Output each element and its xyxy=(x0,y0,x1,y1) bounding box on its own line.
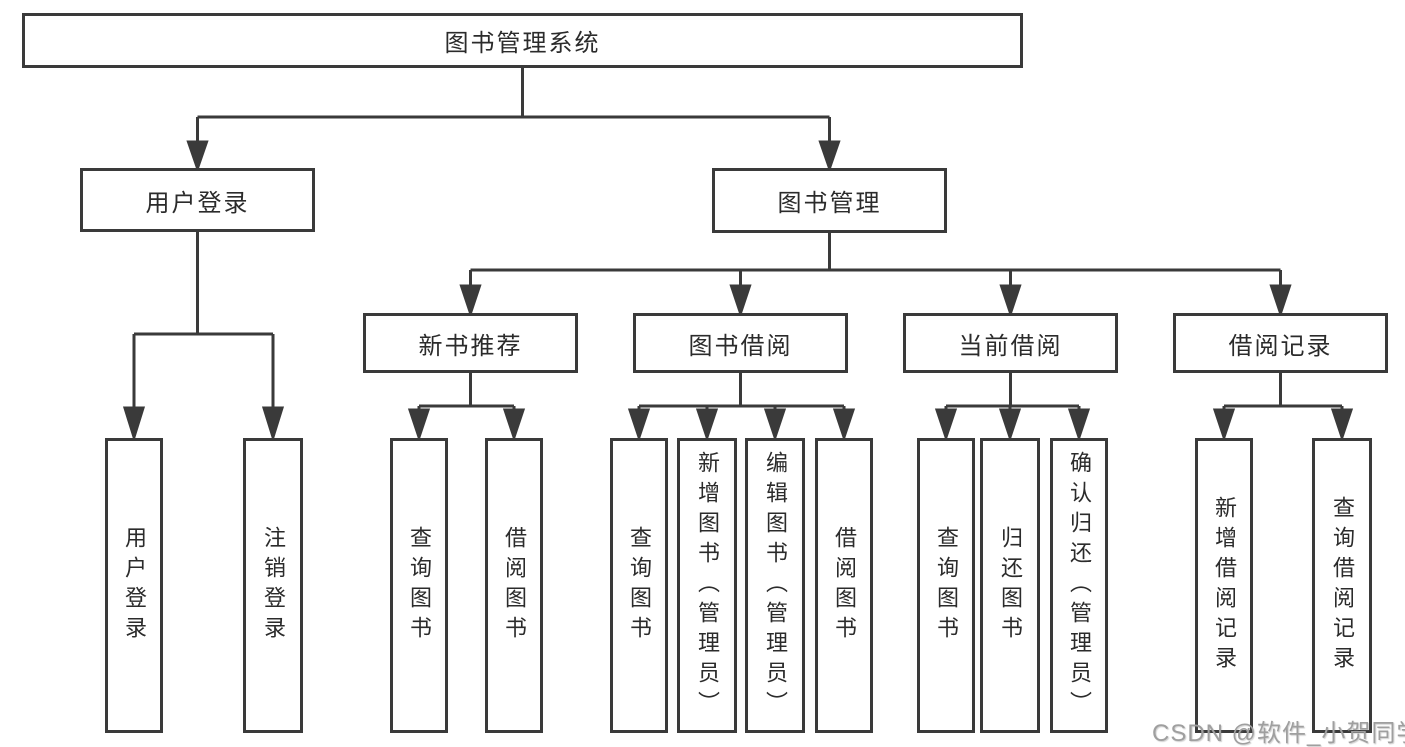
leaf-add-borrow-record: 新增借阅记录 xyxy=(1195,438,1253,733)
node-book-borrow: 图书借阅 xyxy=(633,313,848,373)
leaf-add-books-admin: 新增图书（管理员） xyxy=(677,438,737,733)
node-current-borrow: 当前借阅 xyxy=(903,313,1118,373)
node-user-login: 用户登录 xyxy=(80,168,315,232)
leaf-edit-books-admin: 编辑图书（管理员） xyxy=(745,438,805,733)
leaf-borrow-books-recommend: 借阅图书 xyxy=(485,438,543,733)
node-root-library-system: 图书管理系统 xyxy=(22,13,1023,68)
csdn-watermark: CSDN @软件_小贺同学 xyxy=(1152,720,1405,747)
node-borrow-records: 借阅记录 xyxy=(1173,313,1388,373)
leaf-return-books: 归还图书 xyxy=(980,438,1040,733)
leaf-query-borrow-record: 查询借阅记录 xyxy=(1312,438,1372,733)
leaf-query-books-recommend: 查询图书 xyxy=(390,438,448,733)
node-new-book-recommend: 新书推荐 xyxy=(363,313,578,373)
leaf-query-books-borrow: 查询图书 xyxy=(610,438,668,733)
leaf-user-login: 用户登录 xyxy=(105,438,163,733)
leaf-logout: 注销登录 xyxy=(243,438,303,733)
leaf-confirm-return-admin: 确认归还（管理员） xyxy=(1050,438,1108,733)
leaf-query-books-current: 查询图书 xyxy=(917,438,975,733)
node-book-management: 图书管理 xyxy=(712,168,947,233)
leaf-borrow-books: 借阅图书 xyxy=(815,438,873,733)
